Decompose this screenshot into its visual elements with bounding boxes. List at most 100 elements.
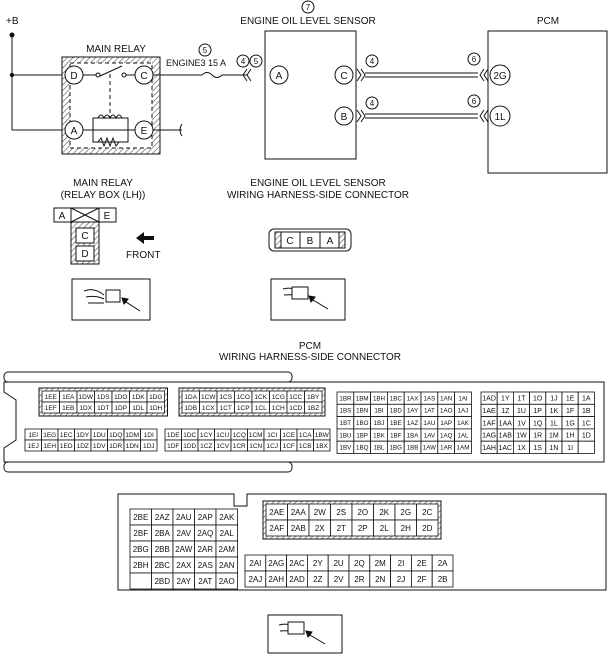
connector-pin-label: 2AE [269, 508, 284, 517]
supply-label: +B [6, 16, 19, 27]
sensor-terminal-c: C [340, 71, 347, 82]
connector-pin-label: 2AA [291, 508, 307, 517]
sensor-connector-b: B [307, 236, 314, 247]
connector-pin-cell [304, 401, 323, 414]
connector-pin-label: 2Y [313, 559, 323, 568]
connector-pin-label: 1AH [482, 445, 496, 452]
pcm-module [487, 30, 608, 174]
connector-pin-label: 1BI [374, 408, 384, 415]
connector-pin-label: 1DG [149, 394, 162, 401]
connector-pin-label: 1CJ [266, 443, 278, 450]
connector-pin-label: 2L [380, 524, 389, 533]
connector-pin-label: 1CR [233, 443, 246, 450]
connector-pin-label: 1DB [184, 405, 197, 412]
connector-pin-label: 1BN [356, 408, 368, 415]
connector-pin-label: 1CE [282, 432, 295, 439]
connector-pin-label: 1AJ [458, 408, 469, 415]
connector-pin-label: 2AZ [155, 513, 170, 522]
connector-pin-label: 1DM [125, 432, 139, 439]
connector-pin-label: 1D [582, 433, 591, 440]
front-label: FRONT [126, 250, 160, 261]
connector-pin-label: 1Q [533, 420, 543, 427]
callout-wire-c: 4 [370, 57, 375, 66]
sensor-terminal-b: B [341, 112, 348, 123]
connector-pin-label: 2AM [219, 545, 236, 554]
connector-pin-label: 2AX [176, 561, 192, 570]
connector-pin-cell [431, 570, 454, 588]
connector-pin-label: 1CT [220, 405, 232, 412]
connector-pin-label: 2BC [154, 561, 170, 570]
connector-pin-label: 2N [375, 575, 385, 584]
connector-pin-label: 2J [397, 575, 405, 584]
connector-pin-label: 1CO [237, 394, 250, 401]
connector-pin-label: 1DX [79, 405, 92, 412]
connector-pin-label: 2C [422, 508, 432, 517]
connector-pin-label: 1J [550, 396, 557, 403]
connector-pin-label: 1BD [390, 408, 403, 415]
connector-pin-label: 1CS [219, 394, 232, 401]
connector-pin-label: 1AA [499, 420, 513, 427]
connector-pin-label: 1DC [183, 432, 196, 439]
connector-pin-label: 2R [354, 575, 364, 584]
sensor-connector-a: A [327, 236, 334, 247]
connector-pin-label: 2AO [219, 577, 235, 586]
connector-pin-label: 1CL [255, 405, 267, 412]
connector-pin-label: 1AX [407, 395, 419, 402]
relay-connector-d: D [81, 249, 88, 260]
connector-pin-label: 1DN [126, 443, 139, 450]
callout-wire-b: 4 [370, 99, 375, 108]
pcm-connector-title-line1: PCM [299, 341, 321, 352]
connector-pin-label: 2AC [289, 559, 305, 568]
connector-pin-label: 1BX [316, 443, 329, 450]
connector-pin-label: 1CP [237, 405, 250, 412]
connector-pin-label: 1ED [60, 443, 73, 450]
connector-pin-label: 1V [517, 420, 526, 427]
connector-pin-label: 2AR [197, 545, 213, 554]
sensor-title: ENGINE OIL LEVEL SENSOR [240, 16, 375, 27]
relay-terminal-c: C [140, 71, 147, 82]
connector-pin-label: 2AJ [249, 575, 263, 584]
connector-pin-label: 1S [533, 445, 542, 452]
connector-pin-label: 2AN [219, 561, 235, 570]
connector-pin-label: 1DA [184, 394, 197, 401]
connector-pin-label: 2AF [269, 524, 284, 533]
connector-pin-label: 2X [315, 524, 325, 533]
connector-pin-label: 2AK [219, 513, 235, 522]
connector-pin-label: 1I [567, 445, 573, 452]
connector-pin-label: 2K [379, 508, 389, 517]
callout-fuse-out2: 5 [254, 57, 259, 66]
pcm-connector-title-line2: WIRING HARNESS-SIDE CONNECTOR [219, 352, 401, 363]
connector-pin-label: 2Q [354, 559, 365, 568]
connector-pin-label: 1DT [97, 405, 109, 412]
connector-pin-label: 1N [549, 445, 558, 452]
connector-pin-label: 1BK [373, 432, 386, 439]
connector-pin-label: 1AQ [440, 432, 453, 439]
relay-box-title-line2: (RELAY BOX (LH)) [61, 190, 146, 201]
connector-pin-label: 2P [358, 524, 368, 533]
connector-pin-label: 2AS [198, 561, 213, 570]
connector-pin-label: 2F [417, 575, 426, 584]
callout-fuse: 5 [203, 46, 208, 55]
connector-pin-label: 1AK [457, 420, 470, 427]
connector-pin-label: 1BZ [307, 405, 319, 412]
connector-pin-label: 1DW [79, 394, 94, 401]
connector-pin-label: 2AY [176, 577, 191, 586]
connector-pin-label: 1BL [373, 445, 385, 452]
connector-pin-label: 1EJ [28, 443, 39, 450]
connector-pin-label: 1AC [498, 445, 512, 452]
connector-pin-label: 2H [401, 524, 411, 533]
connector-pin-label: 2AQ [197, 529, 213, 538]
connector-pin-label: 1CI [267, 432, 277, 439]
connector-pin-label: 1AY [407, 408, 418, 415]
connector-pin-label: 1R [533, 433, 542, 440]
sensor-terminal-a: A [276, 71, 283, 82]
connector-pin-label: 1BQ [356, 445, 369, 452]
connector-pin-cell [313, 439, 331, 452]
connector-pin-label: 1F [566, 408, 574, 415]
connector-pin-cell [146, 401, 165, 414]
connector-pin-label: 2W [314, 508, 326, 517]
connector-pin-label: 1BG [390, 445, 403, 452]
relay-terminal-e: E [141, 126, 148, 137]
callout-sensor: 7 [306, 3, 311, 12]
